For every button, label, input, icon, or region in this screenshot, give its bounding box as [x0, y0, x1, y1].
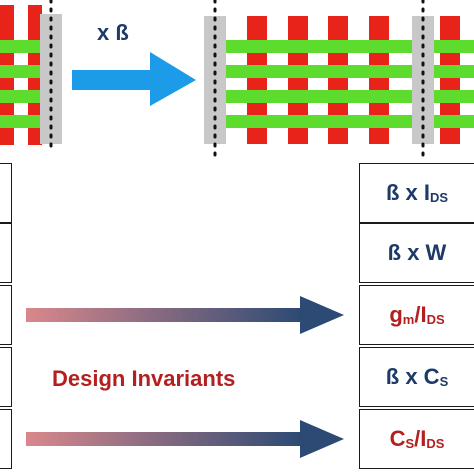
cell-subscript: S — [405, 435, 415, 451]
strip-green — [204, 115, 474, 128]
strip-green — [204, 40, 474, 53]
cell-text: ß x W — [387, 240, 447, 265]
cell-subscript: DS — [426, 435, 445, 451]
cell-subscript: DS — [429, 189, 449, 205]
table-row: ß x W — [359, 223, 474, 283]
invariant-arrow-1 — [26, 296, 344, 334]
arrow-shaft — [26, 308, 302, 322]
design-invariants-label: Design Invariants — [52, 366, 236, 391]
cell-text-tail: /I — [414, 302, 427, 327]
scaling-arrow — [72, 52, 196, 106]
cell-subscript: DS — [426, 311, 445, 327]
arrow-head — [300, 296, 344, 334]
left-table-cell — [0, 409, 12, 469]
bar-gray — [40, 14, 62, 144]
cell-text: g — [389, 302, 403, 327]
cell-text: ß x C — [385, 364, 440, 389]
arrow-shaft — [26, 432, 302, 446]
left-table-cell — [0, 285, 12, 345]
arrow-head — [300, 420, 344, 458]
cell-text: C — [389, 426, 406, 451]
strip-green — [204, 90, 474, 103]
cell-subscript: S — [439, 373, 449, 389]
blue-arrow — [72, 52, 196, 106]
cell-text: ß x I — [385, 180, 430, 205]
cell-text-tail: /I — [414, 426, 427, 451]
left-table-cell — [0, 163, 12, 223]
layout-original — [0, 0, 62, 152]
layout-scaled — [204, 0, 474, 158]
invariant-arrow-2 — [26, 420, 344, 458]
cell-subscript: m — [402, 311, 415, 327]
left-table-cell — [0, 223, 12, 283]
strip-green — [204, 65, 474, 78]
scaling-factor-label: x ß — [97, 20, 129, 45]
left-table-cell — [0, 347, 12, 407]
